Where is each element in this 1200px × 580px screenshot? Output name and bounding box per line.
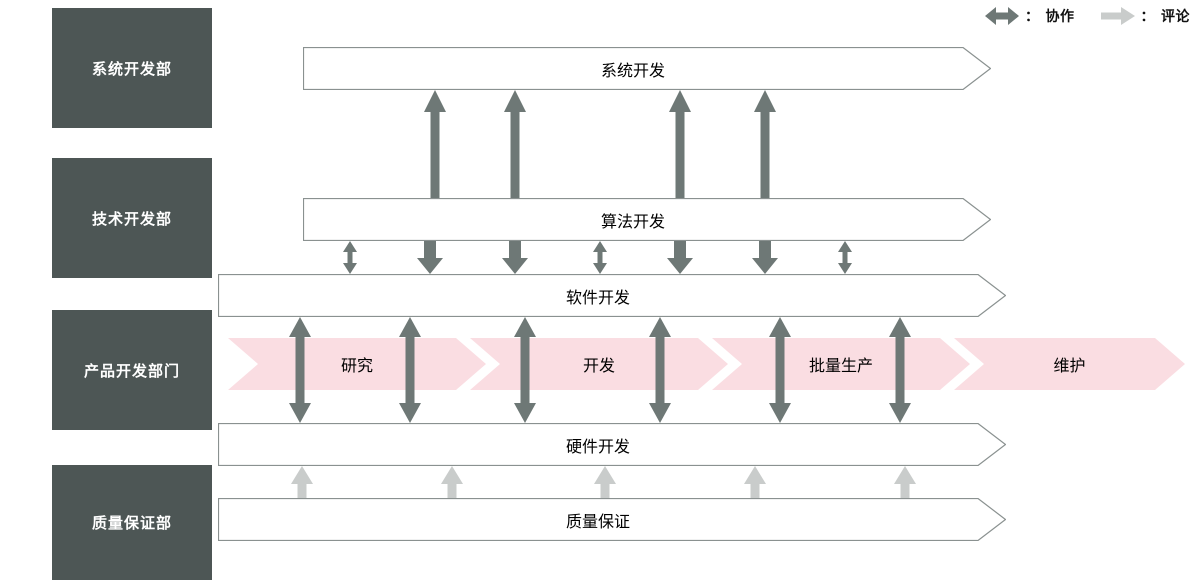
arrow-quality-up-1-shape <box>441 466 463 498</box>
arrow-quality-up-0 <box>291 466 313 498</box>
arrow-sw-hw-double-4 <box>769 317 791 423</box>
arrow-algo-down-2-shape <box>667 241 693 274</box>
arrow-algo-down-3-shape <box>752 241 778 274</box>
track-label: 硬件开发 <box>565 438 630 456</box>
arrow-algo-down-1-shape <box>502 241 528 274</box>
arrow-algo-down-1 <box>502 241 528 274</box>
arrow-algo-down-0 <box>417 241 443 274</box>
track-4: 质量保证 <box>218 498 1006 541</box>
double-arrow-icon <box>985 7 1019 25</box>
legend-label-review: 评论 <box>1161 8 1190 24</box>
arrow-algo-down-2 <box>667 241 693 274</box>
legend-item-collaboration: ： 协作 <box>985 6 1075 26</box>
arrow-sw-hw-double-0 <box>289 317 311 423</box>
department-block-0: 系统开发部 <box>52 8 212 128</box>
phase-label: 批量生产 <box>808 358 873 375</box>
phase-label: 研究 <box>340 358 373 375</box>
arrow-algo-down-3 <box>752 241 778 274</box>
track-2: 软件开发 <box>218 274 1006 317</box>
legend: ： 协作 ： 评论 <box>985 6 1190 26</box>
track-label: 软件开发 <box>565 289 630 307</box>
arrow-algo-double-1-shape <box>593 241 607 274</box>
department-label: 系统开发部 <box>91 60 172 78</box>
arrow-system-up-1 <box>504 90 526 198</box>
track-shape <box>303 47 991 90</box>
arrow-sw-hw-double-2 <box>514 317 536 423</box>
arrow-system-up-3 <box>754 90 776 198</box>
arrow-algo-double-1 <box>593 241 607 274</box>
phase-label: 维护 <box>1053 358 1086 375</box>
department-label: 质量保证部 <box>91 515 172 532</box>
department-label: 产品开发部门 <box>83 362 180 380</box>
phase-1: 开发 <box>470 338 728 390</box>
arrow-sw-hw-double-3-shape <box>649 317 671 423</box>
arrow-sw-hw-double-5 <box>889 317 911 423</box>
arrow-sw-hw-double-4-shape <box>769 317 791 423</box>
arrow-sw-hw-double-1 <box>399 317 421 423</box>
legend-label-collaboration: 协作 <box>1045 8 1075 24</box>
department-block-3: 质量保证部 <box>52 465 212 580</box>
arrow-quality-up-0-shape <box>291 466 313 498</box>
track-0: 系统开发 <box>303 47 991 90</box>
phase-3: 维护 <box>954 338 1185 390</box>
legend-separator-review: ： <box>1140 8 1155 24</box>
phase-2: 批量生产 <box>712 338 970 390</box>
arrow-quality-up-2 <box>594 466 616 498</box>
right-arrow-icon <box>1100 7 1135 25</box>
track-label: 系统开发 <box>600 62 665 80</box>
arrow-system-up-3-shape <box>754 90 776 198</box>
arrow-sw-hw-double-0-shape <box>289 317 311 423</box>
department-label: 技术开发部 <box>91 210 172 228</box>
legend-separator-collaboration: ： <box>1025 8 1040 24</box>
arrow-algo-double-2 <box>838 241 852 274</box>
arrow-quality-up-3-shape <box>744 466 766 498</box>
phase-shape <box>228 338 486 390</box>
arrow-system-up-0 <box>424 90 446 198</box>
arrow-quality-up-2-shape <box>594 466 616 498</box>
arrow-algo-down-0-shape <box>417 241 443 274</box>
arrow-sw-hw-double-1-shape <box>399 317 421 423</box>
legend-item-review: ： 评论 <box>1100 6 1191 26</box>
phase-shape <box>954 338 1185 390</box>
arrow-system-up-2-shape <box>669 90 691 198</box>
track-shape <box>218 498 1006 541</box>
arrow-algo-double-0-shape <box>343 241 357 274</box>
track-1: 算法开发 <box>303 198 991 241</box>
arrow-system-up-2 <box>669 90 691 198</box>
arrow-algo-double-0 <box>343 241 357 274</box>
arrow-system-up-1-shape <box>504 90 526 198</box>
phase-0: 研究 <box>228 338 486 390</box>
arrow-system-up-0-shape <box>424 90 446 198</box>
track-3: 硬件开发 <box>218 423 1006 466</box>
track-shape <box>218 423 1006 466</box>
department-block-1: 技术开发部 <box>52 158 212 278</box>
arrow-quality-up-3 <box>744 466 766 498</box>
arrow-sw-hw-double-5-shape <box>889 317 911 423</box>
arrow-sw-hw-double-2-shape <box>514 317 536 423</box>
track-shape <box>303 198 991 241</box>
arrow-sw-hw-double-3 <box>649 317 671 423</box>
arrow-quality-up-4 <box>894 466 916 498</box>
phase-label: 开发 <box>582 358 615 375</box>
arrow-quality-up-4-shape <box>894 466 916 498</box>
arrow-algo-double-2-shape <box>838 241 852 274</box>
track-label: 算法开发 <box>600 213 665 231</box>
track-shape <box>218 274 1006 317</box>
department-block-2: 产品开发部门 <box>52 310 212 430</box>
arrow-quality-up-1 <box>441 466 463 498</box>
track-label: 质量保证 <box>565 513 630 531</box>
